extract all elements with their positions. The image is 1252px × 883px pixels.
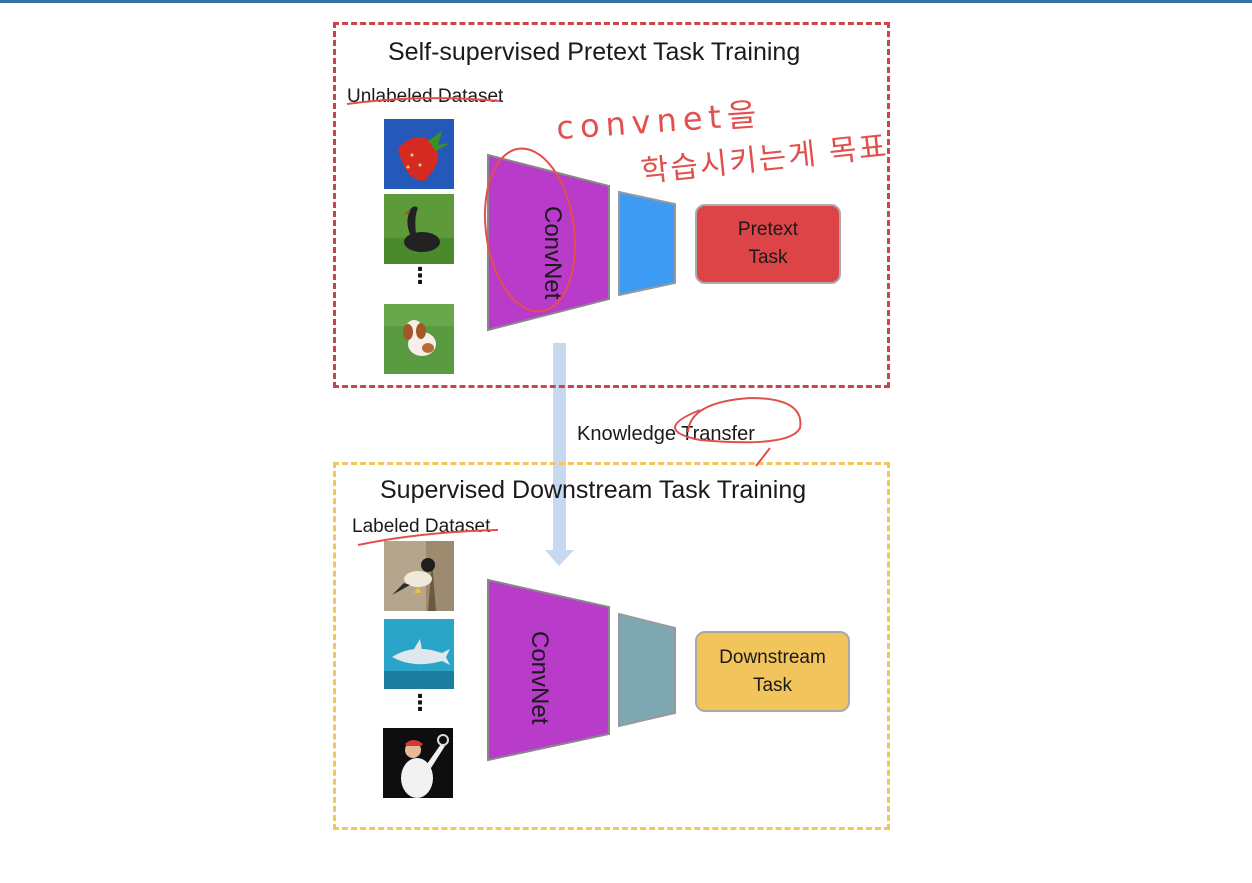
downstream-convnet-trapezoid (487, 578, 610, 762)
pretext-section-title: Self-supervised Pretext Task Training (388, 38, 801, 66)
strike-labeled-dataset (357, 529, 499, 546)
knowledge-transfer-label: Knowledge Transfer (577, 423, 755, 445)
pretext-convnet-trapezoid (487, 153, 610, 332)
black-swan-image (384, 194, 454, 264)
pretext-head-block (618, 190, 676, 297)
transfer-tail-stroke (755, 447, 771, 467)
knowledge-transfer-arrow (545, 343, 574, 566)
pretext-section-frame (333, 22, 890, 388)
circle-convnet-annotation (483, 147, 577, 313)
strike-unlabeled-dataset (346, 97, 501, 105)
downstream-task-line1: Downstream (719, 646, 826, 668)
circle-transfer-annotation (674, 396, 802, 444)
bird-image (384, 541, 454, 611)
downstream-task-box: Downstream Task (695, 631, 850, 712)
shark-image (384, 619, 454, 689)
downstream-head-block (618, 612, 676, 728)
downstream-task-line2: Task (752, 674, 793, 696)
dog-image (384, 304, 454, 374)
downstream-section-title: Supervised Downstream Task Training (380, 476, 807, 504)
pretext-task-line1: Pretext (737, 219, 799, 240)
tennis-player-image (383, 728, 453, 798)
strawberry-image (384, 119, 454, 189)
unlabeled-dataset-label: Unlabeled Dataset (347, 86, 504, 107)
window-top-bar (0, 0, 1252, 3)
pretext-task-line2: Task (748, 247, 788, 268)
pretext-task-box: Pretext Task (695, 204, 841, 284)
downstream-section-frame (333, 462, 890, 830)
